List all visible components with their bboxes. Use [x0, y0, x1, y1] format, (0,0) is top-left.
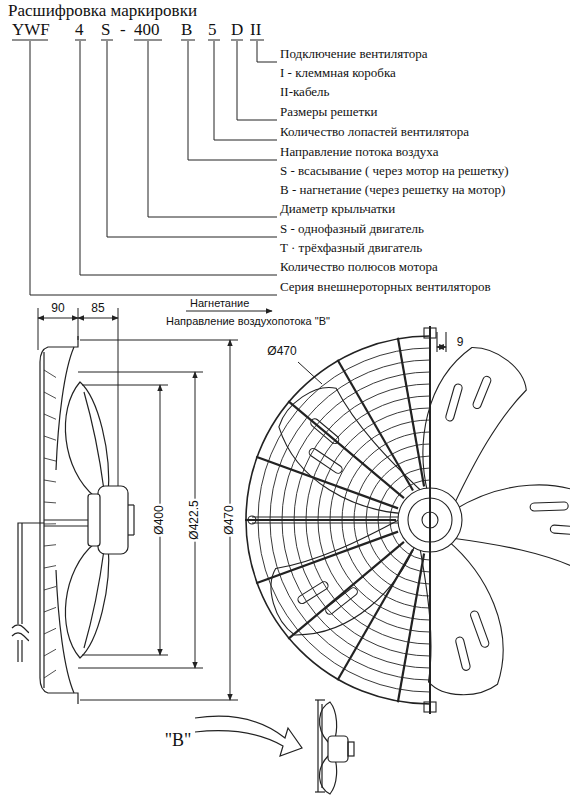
description: Подключение вентилятора — [280, 47, 428, 62]
option: T · трёхфазный двигатель — [280, 241, 422, 256]
title: Расшифровка маркировки — [8, 1, 197, 21]
option: B - нагнетание (через решетку на мотор) — [280, 183, 505, 198]
dimension: Ø422.5 — [188, 498, 202, 541]
description: Количество полюсов мотора — [280, 260, 438, 275]
leader-lines — [30, 41, 277, 295]
code-part: II — [250, 20, 261, 40]
flow-note: Направление воздухопотока "B" — [166, 315, 330, 328]
dimension: Ø400 — [153, 503, 167, 536]
flow-note: Нагнетание — [190, 297, 249, 310]
front-view — [245, 326, 570, 714]
dimension: 90 — [49, 302, 66, 316]
code-part: S — [101, 20, 110, 40]
description: Направление потока воздуха — [280, 145, 438, 160]
option: I - клеммная коробка — [280, 66, 396, 81]
description: Размеры решетки — [280, 105, 377, 120]
code-part: B — [181, 20, 192, 40]
side-view — [12, 336, 134, 704]
airflow-icon — [195, 700, 354, 794]
code-part: 400 — [134, 20, 160, 40]
option: II-кабель — [280, 85, 330, 100]
description: Серия внешнероторных вентиляторов — [280, 280, 491, 295]
code-underlines — [12, 40, 264, 41]
dimension: Ø470 — [223, 503, 237, 536]
code-part: - — [120, 20, 126, 40]
description: S - однофазный двигатель — [280, 222, 424, 237]
description: Диаметр крыльчатки — [280, 202, 395, 217]
dimension: Ø470 — [265, 345, 298, 359]
dimension: 9 — [455, 336, 466, 350]
diameter-dimensions — [78, 340, 238, 700]
view-label: "B" — [165, 730, 192, 751]
code-part: YWF — [12, 20, 50, 40]
option: S - всасывание ( через мотор на решетку) — [280, 164, 509, 179]
description: Количество лопастей вентилятора — [280, 125, 469, 140]
code-part: D — [231, 20, 243, 40]
code-part: 4 — [75, 20, 84, 40]
dimension: 85 — [89, 302, 106, 316]
code-part: 5 — [208, 20, 217, 40]
